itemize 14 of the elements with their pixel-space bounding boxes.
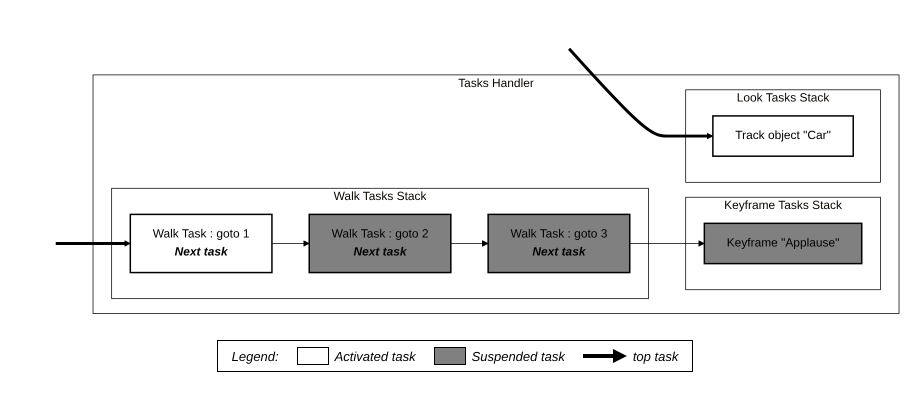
legend-heading: Legend: <box>232 348 279 364</box>
node-box: Walk Task : goto 3 Next task <box>487 214 630 274</box>
arrow <box>629 240 705 247</box>
arrow <box>450 240 488 247</box>
legend-label: Activated task <box>334 348 416 364</box>
legend-label: Suspended task <box>472 348 565 364</box>
node-box: Walk Task : goto 1 Next task <box>130 214 273 274</box>
arrow <box>56 240 131 247</box>
node-box: Walk Task : goto 2 Next task <box>308 214 452 274</box>
arrow <box>568 48 714 140</box>
node-box: Keyframe "Applause" <box>704 222 862 264</box>
node-box: Track object "Car" <box>712 115 854 157</box>
arrow <box>272 240 310 247</box>
legend-label: top task <box>632 348 678 364</box>
